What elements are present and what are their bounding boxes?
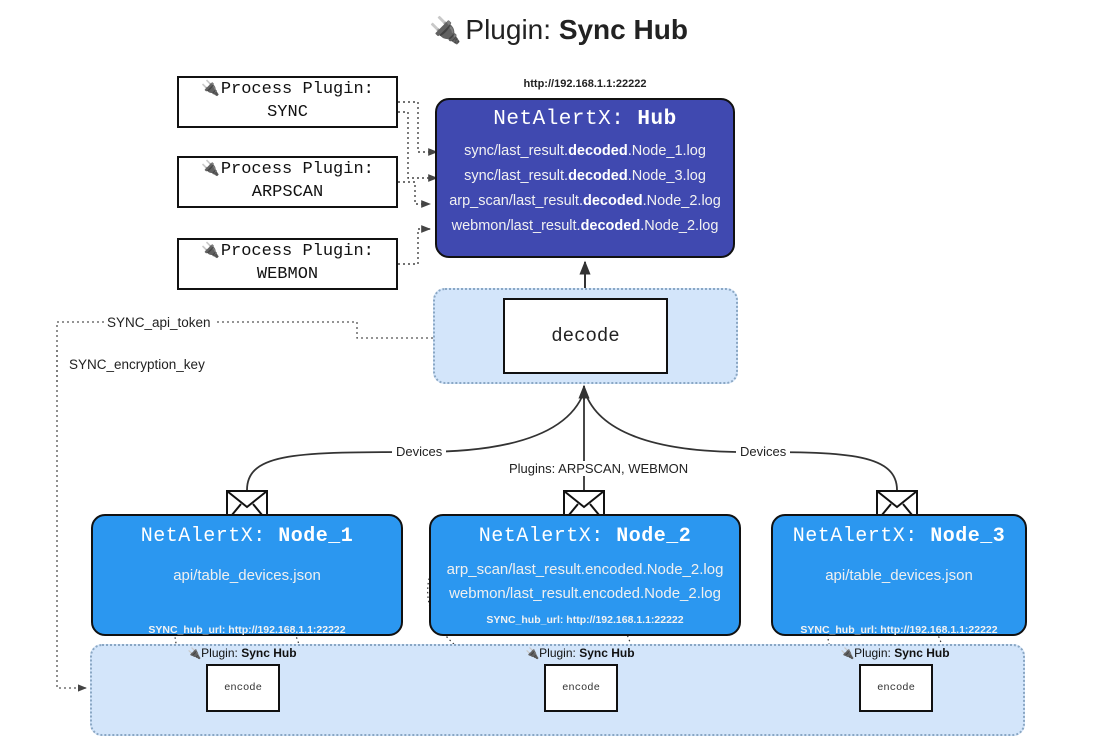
- plug-icon: 🔌: [201, 161, 220, 179]
- node-line: api/table_devices.json: [825, 567, 973, 584]
- node-line: api/table_devices.json: [173, 567, 321, 584]
- process-plugin-name: ARPSCAN: [251, 183, 324, 202]
- page-title-name: Sync Hub: [558, 14, 688, 45]
- plug-icon: 🔌: [187, 648, 202, 660]
- hub-box[interactable]: NetAlertX: Hub sync/last_result.decoded.…: [435, 98, 735, 258]
- process-plugin-webmon[interactable]: 🔌Process Plugin: WEBMON: [177, 238, 398, 290]
- edge-label-center-plugins: Plugins: ARPSCAN, WEBMON: [505, 461, 693, 476]
- node-box-1[interactable]: NetAlertX: Node_1 api/table_devices.json…: [91, 514, 403, 636]
- connector-sync-to-log2: [398, 111, 438, 182]
- sync-encryption-key-label: SYNC_encryption_key: [66, 357, 208, 372]
- node-line: arp_scan/last_result.encoded.Node_2.log: [446, 561, 724, 578]
- connector-api-token-to-decode: [56, 321, 501, 382]
- encode-caption-1: 🔌Plugin: Sync Hub: [187, 646, 297, 660]
- process-plugin-label: Process Plugin:: [220, 80, 374, 100]
- hub-url-label: http://192.168.1.1:22222: [523, 78, 647, 90]
- node-footer: SYNC_hub_url: http://192.168.1.1:22222: [800, 624, 998, 636]
- page-title-prefix: Plugin:: [465, 14, 559, 45]
- encode-box-1[interactable]: encode: [206, 664, 280, 712]
- plug-icon: 🔌: [201, 243, 220, 261]
- encode-caption-2: 🔌Plugin: Sync Hub: [525, 646, 635, 660]
- connector-sync-to-log1: [398, 101, 438, 156]
- hub-log-line: sync/last_result.decoded.Node_1.log: [464, 143, 706, 159]
- node-footer: SYNC_hub_url: http://192.168.1.1:22222: [486, 614, 684, 626]
- encode-caption-3: 🔌Plugin: Sync Hub: [840, 646, 950, 660]
- process-plugin-label: Process Plugin:: [220, 242, 374, 262]
- hub-title-name: Hub: [637, 108, 677, 131]
- hub-title-prefix: NetAlertX:: [493, 108, 638, 131]
- connector-webmon-to-log4: [398, 225, 431, 265]
- process-plugin-arpscan[interactable]: 🔌Process Plugin: ARPSCAN: [177, 156, 398, 208]
- plug-icon: 🔌: [201, 81, 220, 99]
- node-title: NetAlertX: Node_2: [478, 525, 692, 548]
- node-title: NetAlertX: Node_3: [792, 525, 1006, 548]
- page-title: 🔌Plugin: Sync Hub: [0, 14, 1117, 46]
- node-title: NetAlertX: Node_1: [140, 525, 354, 548]
- plug-icon: 🔌: [840, 648, 855, 660]
- connector-encryption-key-to-encoders: [56, 350, 87, 692]
- encode-box-2[interactable]: encode: [544, 664, 618, 712]
- connector-arpscan-to-log3: [398, 181, 431, 208]
- process-plugin-name: SYNC: [267, 103, 308, 122]
- edge-label-left-devices: Devices: [392, 444, 447, 459]
- hub-log-line: sync/last_result.decoded.Node_3.log: [464, 167, 706, 184]
- decode-box[interactable]: decode: [503, 298, 668, 374]
- hub-log-line: arp_scan/last_result.decoded.Node_2.log: [449, 192, 721, 209]
- encode-box-3[interactable]: encode: [859, 664, 933, 712]
- node-box-2[interactable]: NetAlertX: Node_2 arp_scan/last_result.e…: [429, 514, 741, 636]
- process-plugin-label: Process Plugin:: [220, 160, 374, 180]
- node-box-3[interactable]: NetAlertX: Node_3 api/table_devices.json…: [771, 514, 1027, 636]
- hub-log-line: webmon/last_result.decoded.Node_2.log: [451, 217, 719, 234]
- hub-title: NetAlertX: Hub: [437, 108, 733, 131]
- sync-api-token-label: SYNC_api_token: [104, 315, 214, 330]
- process-plugin-sync[interactable]: 🔌Process Plugin: SYNC: [177, 76, 398, 128]
- process-plugin-name: WEBMON: [256, 265, 319, 284]
- edge-label-right-devices: Devices: [736, 444, 791, 459]
- plug-icon: 🔌: [429, 15, 462, 45]
- node-line: webmon/last_result.encoded.Node_2.log: [449, 585, 721, 602]
- plug-icon: 🔌: [525, 648, 540, 660]
- node-footer: SYNC_hub_url: http://192.168.1.1:22222: [148, 624, 346, 636]
